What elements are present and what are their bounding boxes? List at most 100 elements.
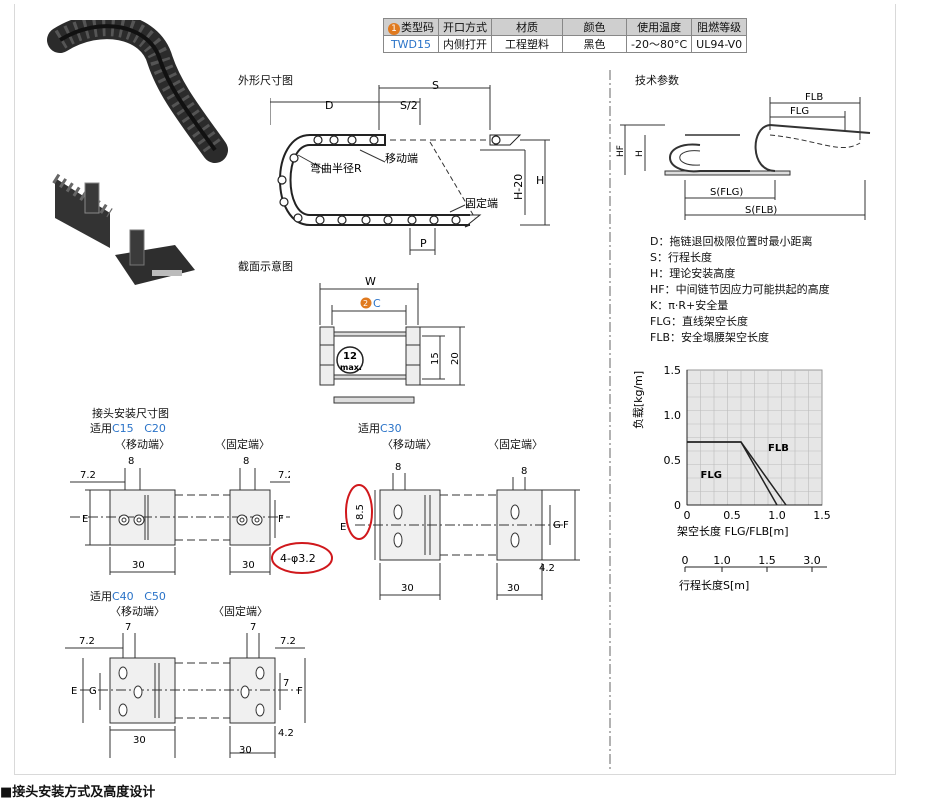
g3-dim-30a: 30 xyxy=(133,735,146,746)
g2-dim-30a: 30 xyxy=(401,583,414,594)
spec-cell-opening: 内侧打开 xyxy=(438,35,492,53)
g1-dim-72a: 7.2 xyxy=(80,470,96,481)
definition-item: HF：中间链节因应力可能拱起的高度 xyxy=(650,283,830,296)
chart-y-tick-label: 0.5 xyxy=(664,454,682,467)
stroke-axis-tick-label: 3.0 xyxy=(803,554,821,567)
mount-g3-moving: 〈移动端〉 xyxy=(110,605,165,618)
g1-dim-30a: 30 xyxy=(132,560,145,571)
spec-header-flame: 阻燃等级 xyxy=(691,18,748,36)
definitions-list: D：拖链退回极限位置时最小距离 S：行程长度 H：理论安装高度 HF：中间链节因… xyxy=(650,234,830,346)
spec-header-material: 材质 xyxy=(491,18,563,36)
mount-g1-apply: 适用C15 C20 xyxy=(90,422,166,435)
mount-g3-fixed: 〈固定端〉 xyxy=(213,605,268,618)
g2-dim-42: 4.2 xyxy=(539,563,555,574)
mount-g2-moving: 〈移动端〉 xyxy=(382,438,437,451)
chart-y-label: 负载[kg/m] xyxy=(631,371,645,429)
g1-dim-F: F xyxy=(278,514,284,525)
mount-g1-fixed: 〈固定端〉 xyxy=(215,438,270,451)
mount-drawing-c30: 8 8 8.5 E G F 30 30 4.2 xyxy=(340,462,580,600)
vertical-divider xyxy=(609,70,611,770)
g3-dim-E: E xyxy=(71,686,77,697)
dim-H: H xyxy=(536,174,544,187)
spec-cell-type-code[interactable]: TWD15 xyxy=(383,35,439,53)
g3-dim-30b: 30 xyxy=(239,745,252,756)
spec-data-row: TWD15 内侧打开 工程塑料 黑色 -20～80°C UL94-V0 xyxy=(383,35,748,53)
g1-dim-8a: 8 xyxy=(128,456,134,467)
g3-dim-F: F xyxy=(297,686,303,697)
mount-g2-fixed: 〈固定端〉 xyxy=(488,438,543,451)
number-badge-1: 1 xyxy=(388,23,400,35)
tech-dim-S-FLB: S(FLB) xyxy=(745,205,777,216)
product-image-end-bracket xyxy=(115,229,195,285)
g3-dim-7a: 7 xyxy=(125,622,131,633)
g2-dim-E: E xyxy=(340,522,346,533)
hole-callout[interactable]: 4-φ3.2 xyxy=(270,540,334,576)
definition-item: S：行程长度 xyxy=(650,251,712,264)
mount-drawing-c40-c50: 7 7 7 7.2 7.2 E G F 30 30 4.2 xyxy=(65,622,306,758)
max-num: 12 xyxy=(343,351,357,362)
spec-cell-color: 黑色 xyxy=(562,35,627,53)
stroke-axis-tick-label: 1.0 xyxy=(713,554,731,567)
hole-spec: 4-φ3.2 xyxy=(280,552,316,565)
g1-dim-8b: 8 xyxy=(243,456,249,467)
spec-cell-flame: UL94-V0 xyxy=(691,35,748,53)
stroke-axis-tick-label: 0 xyxy=(682,554,689,567)
chart-x-tick-label: 0 xyxy=(684,509,691,522)
tech-dim-FLG: FLG xyxy=(790,106,809,117)
definition-item: H：理论安装高度 xyxy=(650,267,736,280)
label-fixed-end: 固定端 xyxy=(465,196,498,210)
max-label: max. xyxy=(340,363,362,372)
spec-cell-temperature: -20～80°C xyxy=(625,35,693,53)
definition-item: FLG：直线架空长度 xyxy=(650,315,748,328)
dim-S: S xyxy=(432,80,439,92)
outline-title: 外形尺寸图 xyxy=(238,74,293,87)
mount-g1-moving: 〈移动端〉 xyxy=(115,438,170,451)
section-title: 截面示意图 xyxy=(238,260,293,273)
product-image-chain xyxy=(47,20,228,163)
mount-g2-apply: 适用C30 xyxy=(358,422,402,435)
dim-W: W xyxy=(365,275,376,288)
dim-H20: H-20 xyxy=(512,174,525,200)
chart-y-tick-label: 1.0 xyxy=(664,409,682,422)
g2-dim-G: G xyxy=(553,520,561,531)
chart-series-label-flb: FLB xyxy=(768,443,789,454)
spec-header-opening: 开口方式 xyxy=(438,18,492,36)
spec-cell-material: 工程塑料 xyxy=(491,35,563,53)
c30-callout-ring[interactable] xyxy=(345,484,373,540)
g3-dim-G: G xyxy=(89,686,97,697)
section-heading: ■接头安装方式及高度设计 xyxy=(0,785,156,800)
chart-series-label-flg: FLG xyxy=(701,470,722,481)
g2-dim-8a: 8 xyxy=(395,462,401,473)
g2-dim-85: 8.5 xyxy=(355,504,366,520)
outline-drawing: D S/2 S P H H-20 弯曲半径R 移动端 固定端 xyxy=(270,80,550,255)
tech-drawing: FLB FLG HF H S(FLG) S(FLB) xyxy=(616,92,871,220)
g2-dim-30b: 30 xyxy=(507,583,520,594)
chart-x-tick-label: 1.0 xyxy=(768,509,786,522)
chart-x-tick-label: 1.5 xyxy=(813,509,831,522)
tech-dim-HF: HF xyxy=(616,145,626,157)
chart-y-tick-label: 1.5 xyxy=(664,364,682,377)
g1-dim-30b: 30 xyxy=(242,560,255,571)
mount-g3-apply: 适用C40 C50 xyxy=(90,590,166,603)
chart-series-line-flb xyxy=(687,441,787,506)
definition-item: D：拖链退回极限位置时最小距离 xyxy=(650,235,813,248)
dim-S2: S/2 xyxy=(400,99,418,112)
content-frame xyxy=(14,4,896,775)
stroke-axis-tick-label: 1.5 xyxy=(758,554,776,567)
tech-dim-FLB: FLB xyxy=(805,92,823,103)
chart-y-tick-label: 0 xyxy=(674,499,681,512)
g3-dim-7b: 7 xyxy=(250,622,256,633)
label-bend-radius: 弯曲半径R xyxy=(310,161,362,175)
tech-dim-H: H xyxy=(635,150,645,157)
number-badge-2-circle xyxy=(360,297,372,309)
dim-15: 15 xyxy=(430,352,441,365)
dim-P: P xyxy=(420,237,427,250)
g3-dim-72b: 7.2 xyxy=(280,636,296,647)
chart-x-label: 架空长度 FLG/FLB[m] xyxy=(677,524,788,538)
tech-title: 技术参数 xyxy=(635,74,679,87)
g2-dim-8b: 8 xyxy=(521,466,527,477)
